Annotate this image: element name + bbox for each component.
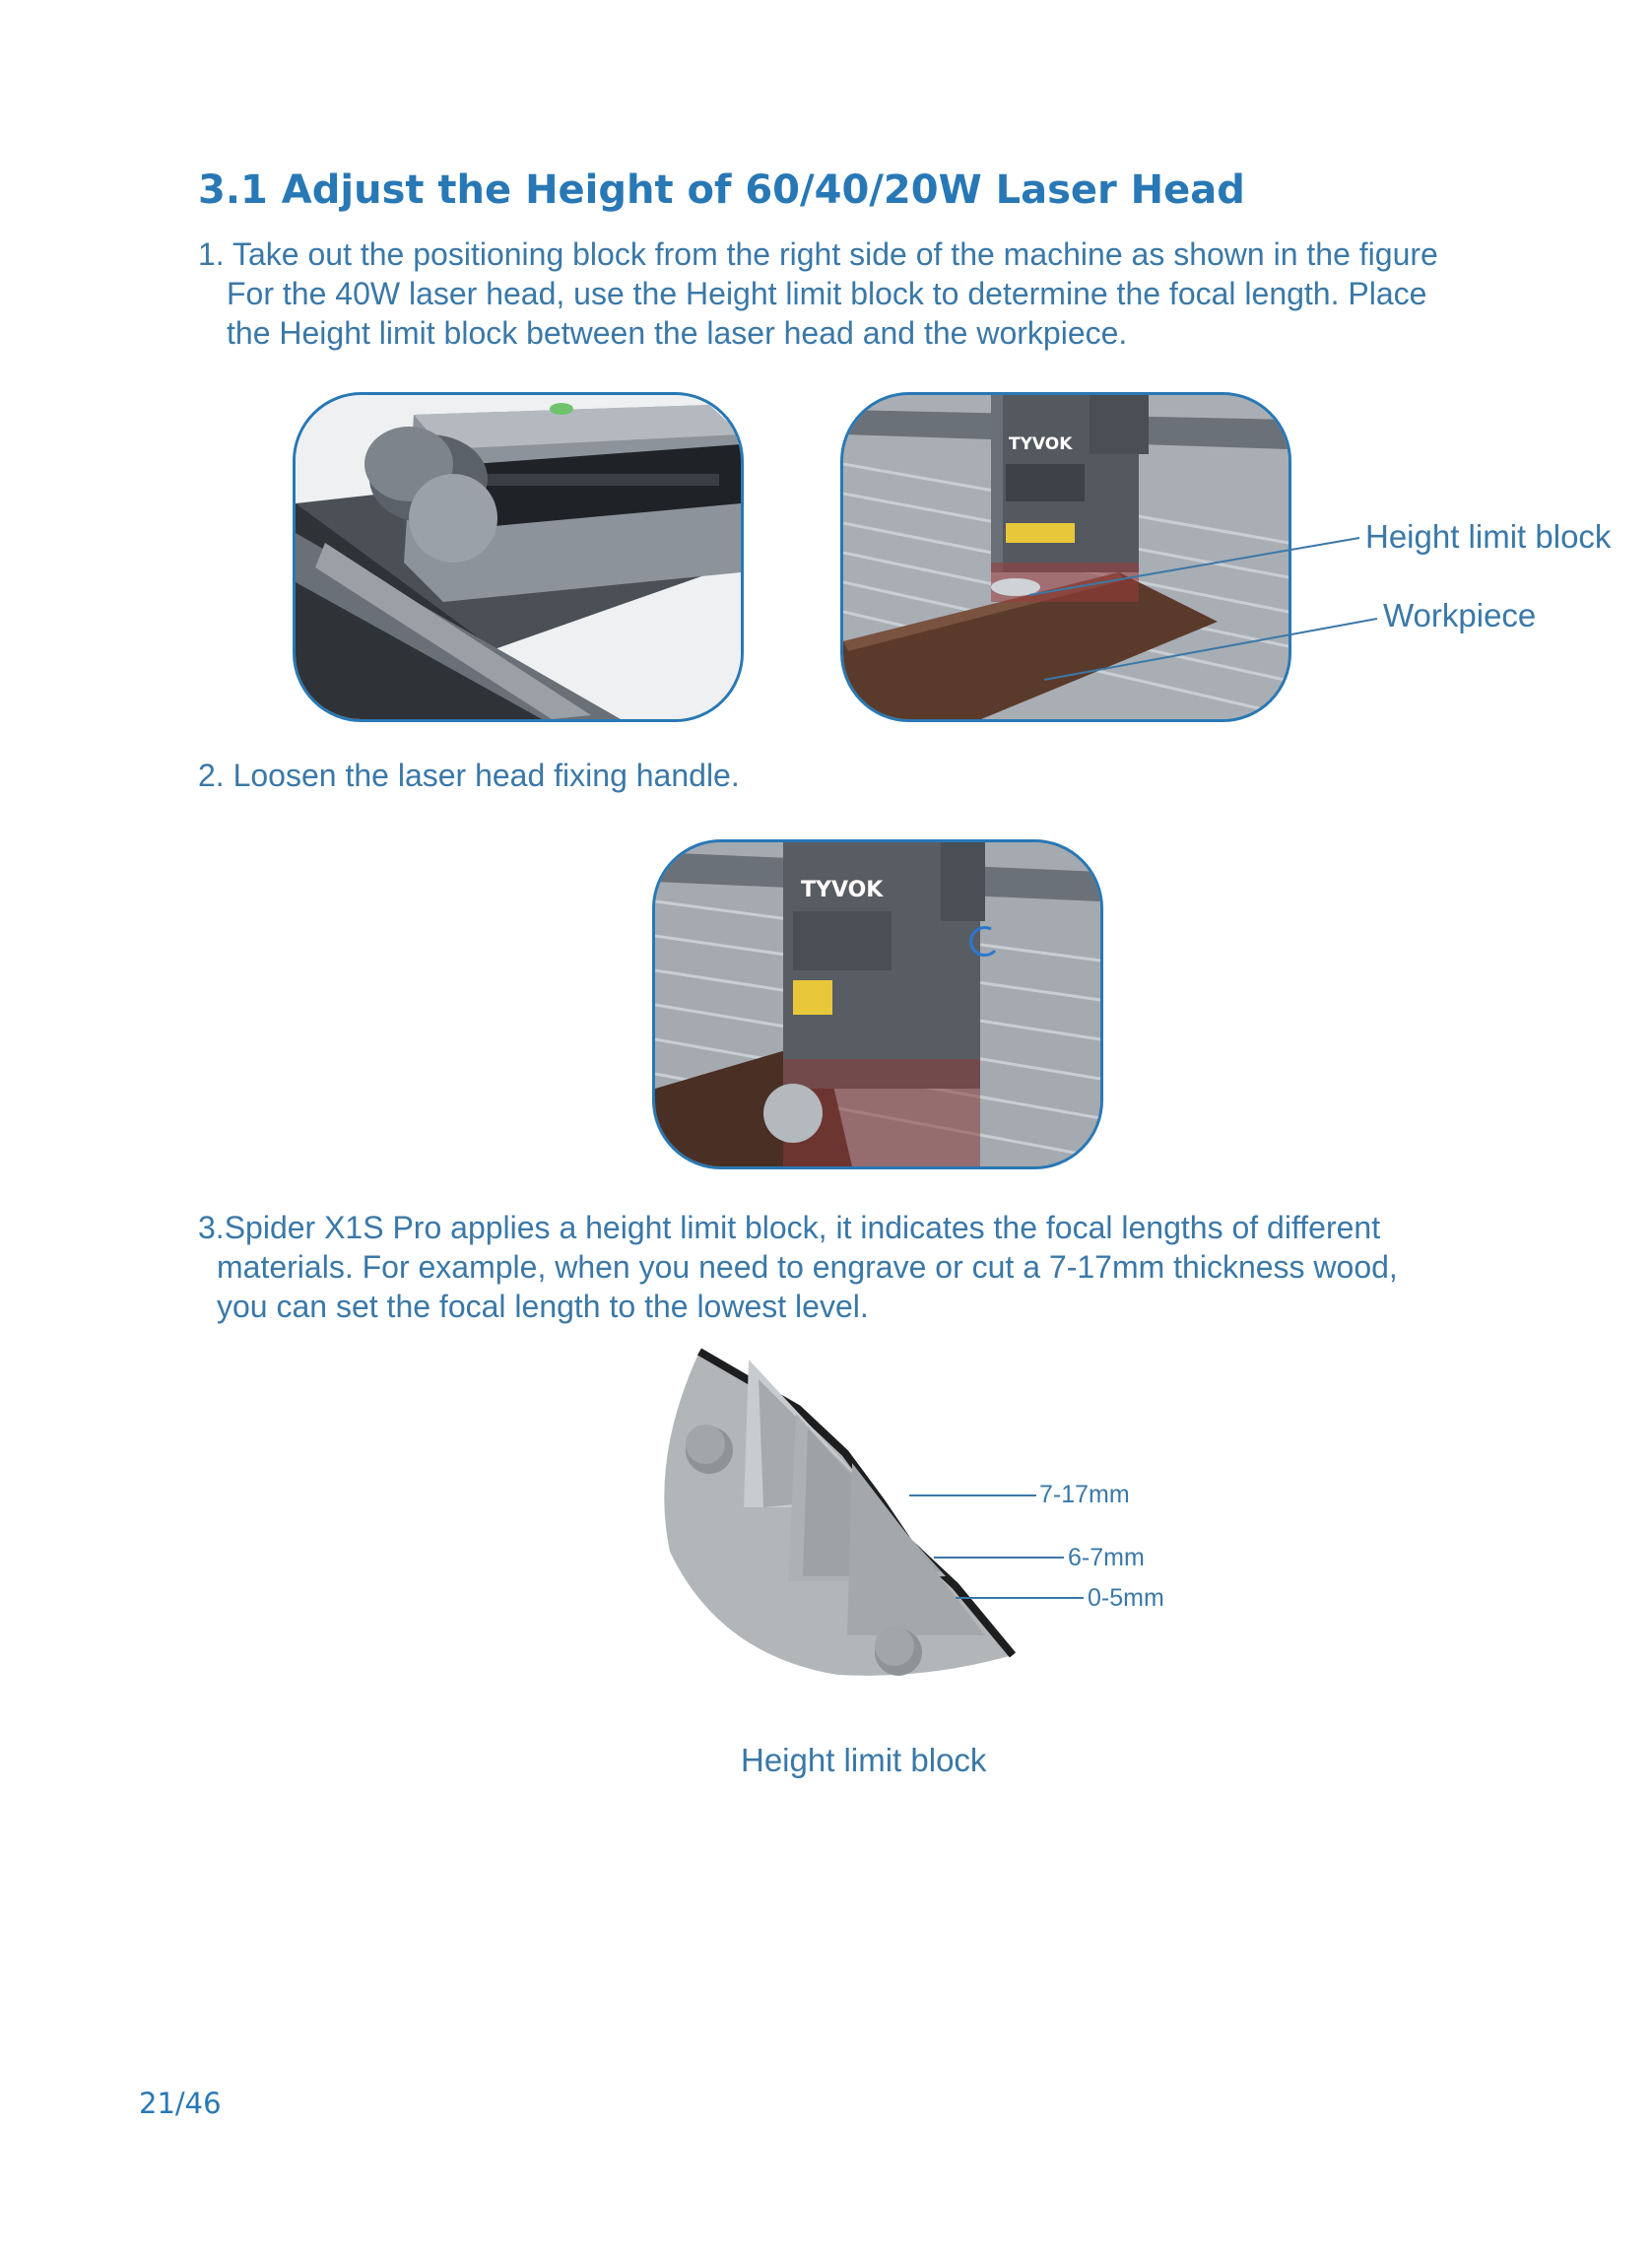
page-number: 21/46 <box>139 2087 222 2120</box>
level-label-0-5mm: 0-5mm <box>1088 1584 1164 1612</box>
step-3-line-1: 3.Spider X1S Pro applies a height limit … <box>198 1210 1381 1245</box>
height-limit-block-photo: TYVOK <box>840 392 1291 722</box>
laser-head-handle-photo: TYVOK <box>652 839 1103 1169</box>
height-limit-block-diagram <box>650 1340 1044 1699</box>
step-1-line-1: 1. Take out the positioning block from t… <box>198 236 1438 272</box>
step-3-line-2: materials. For example, when you need to… <box>217 1249 1398 1285</box>
section-heading: 3.1 Adjust the Height of 60/40/20W Laser… <box>198 167 1245 213</box>
step-3-line-3: you can set the focal length to the lowe… <box>217 1289 869 1324</box>
step-2-text: 2. Loosen the laser head fixing handle. <box>198 758 740 793</box>
step-1-line-3: the Height limit block between the laser… <box>227 315 1128 351</box>
level-label-7-17mm: 7-17mm <box>1039 1481 1130 1508</box>
workpiece-callout: Workpiece <box>1383 597 1537 633</box>
laser-brand-logo-2: TYVOK <box>801 878 884 902</box>
figure-caption: Height limit block <box>741 1742 987 1778</box>
level-label-6-7mm: 6-7mm <box>1068 1544 1145 1571</box>
step-3-text: 3.Spider X1S Pro applies a height limit … <box>198 1208 1398 1326</box>
laser-brand-logo: TYVOK <box>1009 434 1073 454</box>
height-limit-block-callout: Height limit block <box>1365 518 1612 555</box>
step-1-text: 1. Take out the positioning block from t… <box>198 234 1438 353</box>
step-1-line-2: For the 40W laser head, use the Height l… <box>227 276 1427 311</box>
positioning-block-photo <box>293 392 744 722</box>
